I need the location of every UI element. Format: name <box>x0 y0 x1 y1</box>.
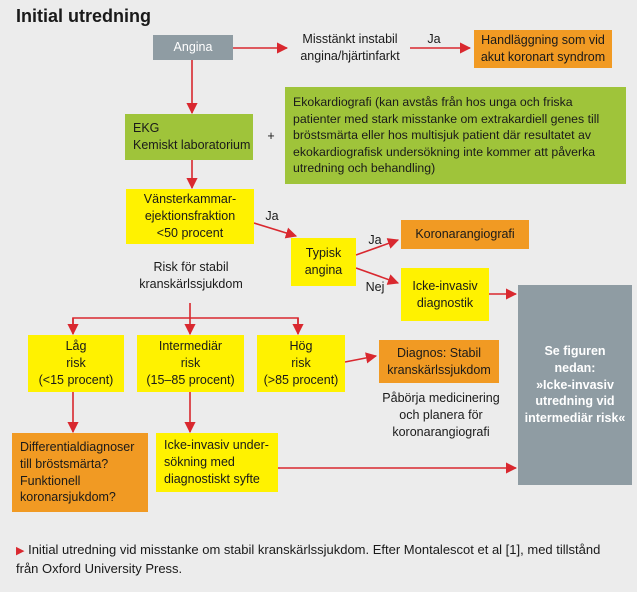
node-noninvasive: Icke-invasiv diagnostik <box>401 268 489 321</box>
figure-caption: ▶ Initial utredning vid misstanke om sta… <box>16 542 601 576</box>
branch-risk <box>72 303 299 332</box>
node-stable: Diagnos: Stabil kranskärlssjukdom <box>379 340 499 383</box>
node-ef: Vänsterkammar- ejektionsfraktion <50 pro… <box>126 189 254 244</box>
node-differential: Differentialdiagnoser till bröstsmärta? … <box>12 433 148 512</box>
node-noninvasive-exam: Icke-invasiv under- sökning med diagnost… <box>156 433 278 492</box>
node-coronary: Koronarangiografi <box>401 220 529 249</box>
caption-marker-icon: ▶ <box>16 545 25 557</box>
node-acute: Handläggning som vid akut koronart syndr… <box>474 30 612 68</box>
plus-sign: + <box>267 129 275 143</box>
page-title: Initial utredning <box>16 6 151 26</box>
edge-label-ja-3: Ja <box>368 233 382 247</box>
node-echo: Ekokardiografi (kan avstås från hos unga… <box>285 87 626 184</box>
arrow-ef-typical <box>253 222 298 239</box>
node-see-figure: Se figuren nedan: »Icke-invasiv utrednin… <box>518 285 632 485</box>
risk-label: Risk för stabil kranskärlssjukdom <box>139 260 243 291</box>
node-suspect: Misstänkt instabil angina/hjärtinfarkt <box>300 32 400 63</box>
node-high-risk: Hög risk (>85 procent) <box>257 335 345 392</box>
node-angina: Angina <box>153 35 233 60</box>
edge-label-nej: Nej <box>365 280 385 294</box>
node-ekg: EKG Kemiskt laboratorium <box>125 114 253 160</box>
node-low-risk: Låg risk (<15 procent) <box>28 335 124 392</box>
arrow-typical-noninvasive <box>355 267 400 285</box>
arrow-high-stable <box>344 352 378 364</box>
arrow-typical-coronary <box>355 238 400 256</box>
node-typical: Typisk angina <box>291 238 356 286</box>
edge-label-ja-2: Ja <box>265 209 279 223</box>
start-treatment-text: Påbörja medicinering och planera för kor… <box>382 391 500 439</box>
edge-label-ja-1: Ja <box>427 32 441 46</box>
node-mid-risk: Intermediär risk (15–85 procent) <box>137 335 244 392</box>
